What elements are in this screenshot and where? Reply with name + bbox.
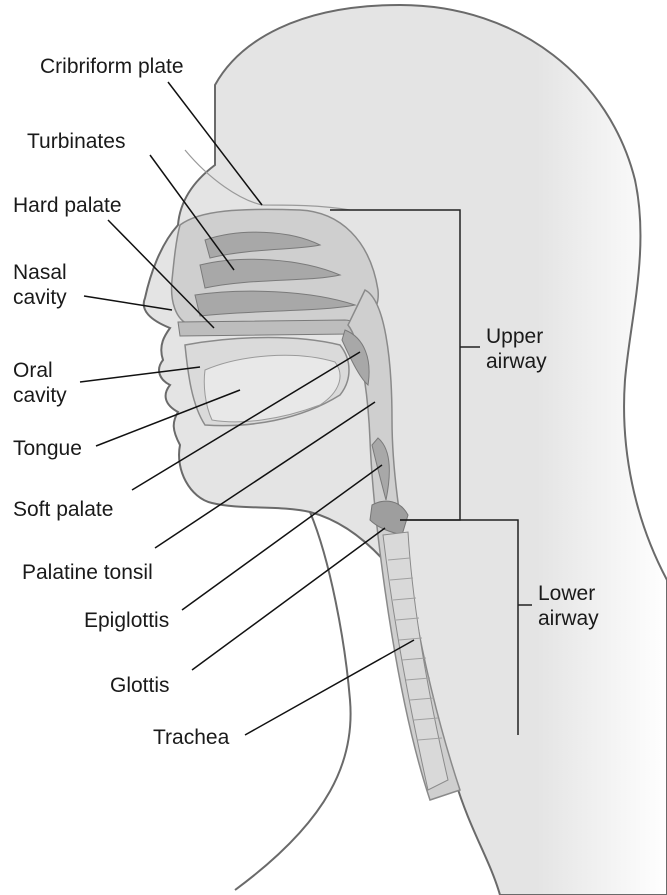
head-silhouette [144, 5, 667, 895]
label-soft-palate: Soft palate [13, 497, 113, 522]
hard-palate-shape [178, 320, 359, 336]
label-trachea: Trachea [153, 725, 229, 750]
label-oral-cavity: Oral cavity [13, 358, 67, 408]
label-cribriform-plate: Cribriform plate [40, 54, 184, 79]
label-glottis: Glottis [110, 673, 170, 698]
label-upper-airway: Upper airway [486, 324, 547, 374]
label-epiglottis: Epiglottis [84, 608, 169, 633]
label-palatine-tonsil: Palatine tonsil [22, 560, 153, 585]
leader-trachea [245, 640, 414, 735]
leader-glottis [192, 528, 385, 670]
label-nasal-cavity: Nasal cavity [13, 260, 67, 310]
label-lower-airway: Lower airway [538, 581, 599, 631]
label-hard-palate: Hard palate [13, 193, 122, 218]
label-turbinates: Turbinates [27, 129, 125, 154]
label-tongue: Tongue [13, 436, 82, 461]
neck-front-edge [235, 512, 351, 890]
